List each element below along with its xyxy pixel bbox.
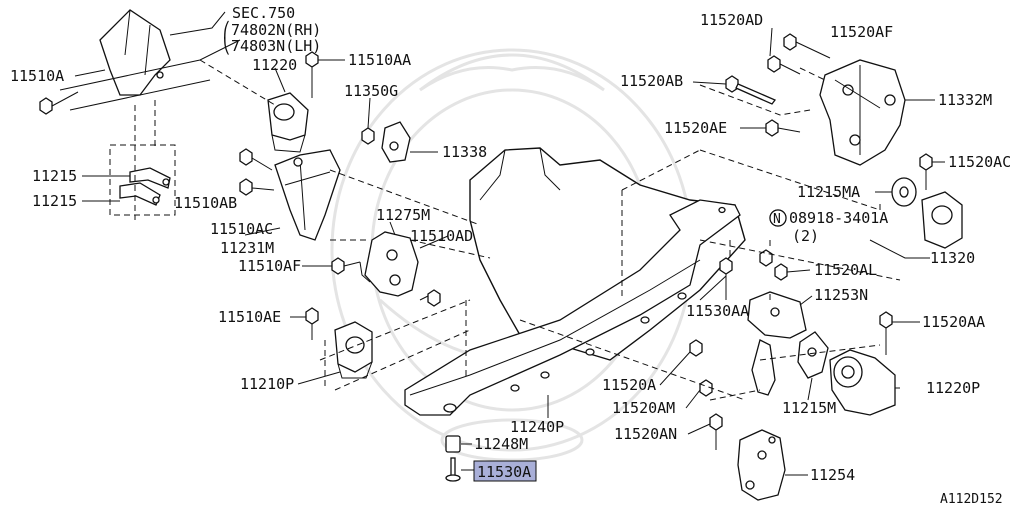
label-11520ae[interactable]: 11520AE <box>664 119 727 137</box>
label-11520an[interactable]: 11520AN <box>614 425 677 443</box>
bolt-11520af[interactable] <box>783 33 831 59</box>
bolt-11510ac[interactable] <box>239 178 275 196</box>
label-11510ac[interactable]: 11510AC <box>210 220 273 238</box>
label-11220[interactable]: 11220 <box>252 56 297 74</box>
section-ref-line3: ⎝74803N(LH) <box>222 36 321 55</box>
label-11520ac[interactable]: 11520AC <box>948 153 1011 171</box>
label-11510ad[interactable]: 11510AD <box>410 227 473 245</box>
bolt-11520ab[interactable] <box>725 75 777 105</box>
bolt-11510ad[interactable] <box>419 289 441 307</box>
label-11210p[interactable]: 11210P <box>240 375 294 393</box>
section-ref-line1: SEC.750 <box>232 4 295 22</box>
label-11510aa[interactable]: 11510AA <box>348 51 411 69</box>
label-08918-3401a[interactable]: 08918-3401A <box>789 209 888 227</box>
part-number-labels: 11510A 11220 11510AA 11350G 11338 11215 … <box>10 11 1011 507</box>
section-reference: SEC.750 ⎛74802N(RH) ⎝74803N(LH) <box>222 4 321 55</box>
diagram-reference-code: A112D152 <box>940 492 1003 507</box>
label-11248m[interactable]: 11248M <box>474 435 528 453</box>
label-11510a[interactable]: 11510A <box>10 67 64 85</box>
bolt-11520ae[interactable] <box>765 119 801 137</box>
bolt-11520am[interactable] <box>699 379 713 397</box>
label-11510ab[interactable]: 11510AB <box>174 194 237 212</box>
label-11215-upper[interactable]: 11215 <box>32 167 77 185</box>
label-11520af[interactable]: 11520AF <box>830 23 893 41</box>
label-11332m[interactable]: 11332M <box>938 91 992 109</box>
label-11520a[interactable]: 11520A <box>602 376 656 394</box>
label-11320[interactable]: 11320 <box>930 249 975 267</box>
washer-11215ma[interactable] <box>891 177 917 207</box>
bolt-11520ad[interactable] <box>767 55 801 75</box>
label-11254[interactable]: 11254 <box>810 466 855 484</box>
label-11275m[interactable]: 11275M <box>376 206 430 224</box>
engine-mount-insulator-11320[interactable] <box>921 191 963 249</box>
bolt-11520an[interactable] <box>709 413 723 450</box>
bolt-11510ae[interactable] <box>305 307 319 340</box>
bolt-11510a[interactable] <box>39 91 79 115</box>
highlight-11530a <box>473 460 537 482</box>
bolt-11520ac[interactable] <box>919 153 933 190</box>
label-11253n[interactable]: 11253N <box>814 286 868 304</box>
section-ref-line2: ⎛74802N(RH) <box>222 20 321 39</box>
label-11520aa[interactable]: 11520AA <box>922 313 985 331</box>
label-11510af[interactable]: 11510AF <box>238 257 301 275</box>
mount-bracket-11332m[interactable] <box>819 59 906 166</box>
bracket-11350g[interactable] <box>361 127 375 145</box>
label-11215m[interactable]: 11215M <box>782 399 836 417</box>
mount-bracket-11275m[interactable] <box>359 231 419 297</box>
label-11520ad[interactable]: 11520AD <box>700 11 763 29</box>
label-11530a[interactable]: 11530A <box>477 463 531 481</box>
engine-mount-insulator-11220[interactable] <box>267 92 309 153</box>
mount-strap-11215[interactable] <box>119 167 171 206</box>
mount-bracket-11254[interactable] <box>737 429 786 501</box>
body-bracket-sec750[interactable] <box>59 9 241 111</box>
mount-11338[interactable] <box>381 121 411 163</box>
leader-lines <box>74 11 945 476</box>
label-11231m[interactable]: 11231M <box>220 239 274 257</box>
label-11510ae[interactable]: 11510AE <box>218 308 281 326</box>
mount-bracket-11231m[interactable] <box>274 149 341 241</box>
label-11520ab[interactable]: 11520AB <box>620 72 683 90</box>
bolt-11530aa[interactable] <box>719 257 733 300</box>
nut-symbol: N <box>773 212 781 227</box>
engine-mount-insulator-11220p[interactable] <box>829 349 896 416</box>
label-11338[interactable]: 11338 <box>442 143 487 161</box>
bolt-11510af[interactable] <box>331 257 361 275</box>
assembly-dashed-lines <box>109 59 901 401</box>
label-11220p[interactable]: 11220P <box>926 379 980 397</box>
label-11215ma[interactable]: 11215MA <box>797 183 860 201</box>
bolt-11510aa[interactable] <box>305 51 319 98</box>
mount-bracket-11253n[interactable] <box>747 291 807 396</box>
bolt-11520a[interactable] <box>689 339 703 357</box>
label-08918-qty: (2) <box>792 227 819 245</box>
front-crossmember[interactable] <box>404 199 741 416</box>
label-11520al[interactable]: 11520AL <box>814 261 877 279</box>
nut-symbol-circle <box>769 209 787 227</box>
bolt-11510ab[interactable] <box>239 148 273 171</box>
label-11215-lower[interactable]: 11215 <box>32 192 77 210</box>
link-11215m[interactable] <box>797 331 829 379</box>
bolt-11520aa[interactable] <box>879 311 893 355</box>
label-11520am[interactable]: 11520AM <box>612 399 675 417</box>
label-11530aa[interactable]: 11530AA <box>686 302 749 320</box>
label-11240p[interactable]: 11240P <box>510 418 564 436</box>
bolt-11530a[interactable] <box>445 457 461 482</box>
label-11350g[interactable]: 11350G <box>344 82 398 100</box>
nut-11248m[interactable] <box>445 435 461 453</box>
